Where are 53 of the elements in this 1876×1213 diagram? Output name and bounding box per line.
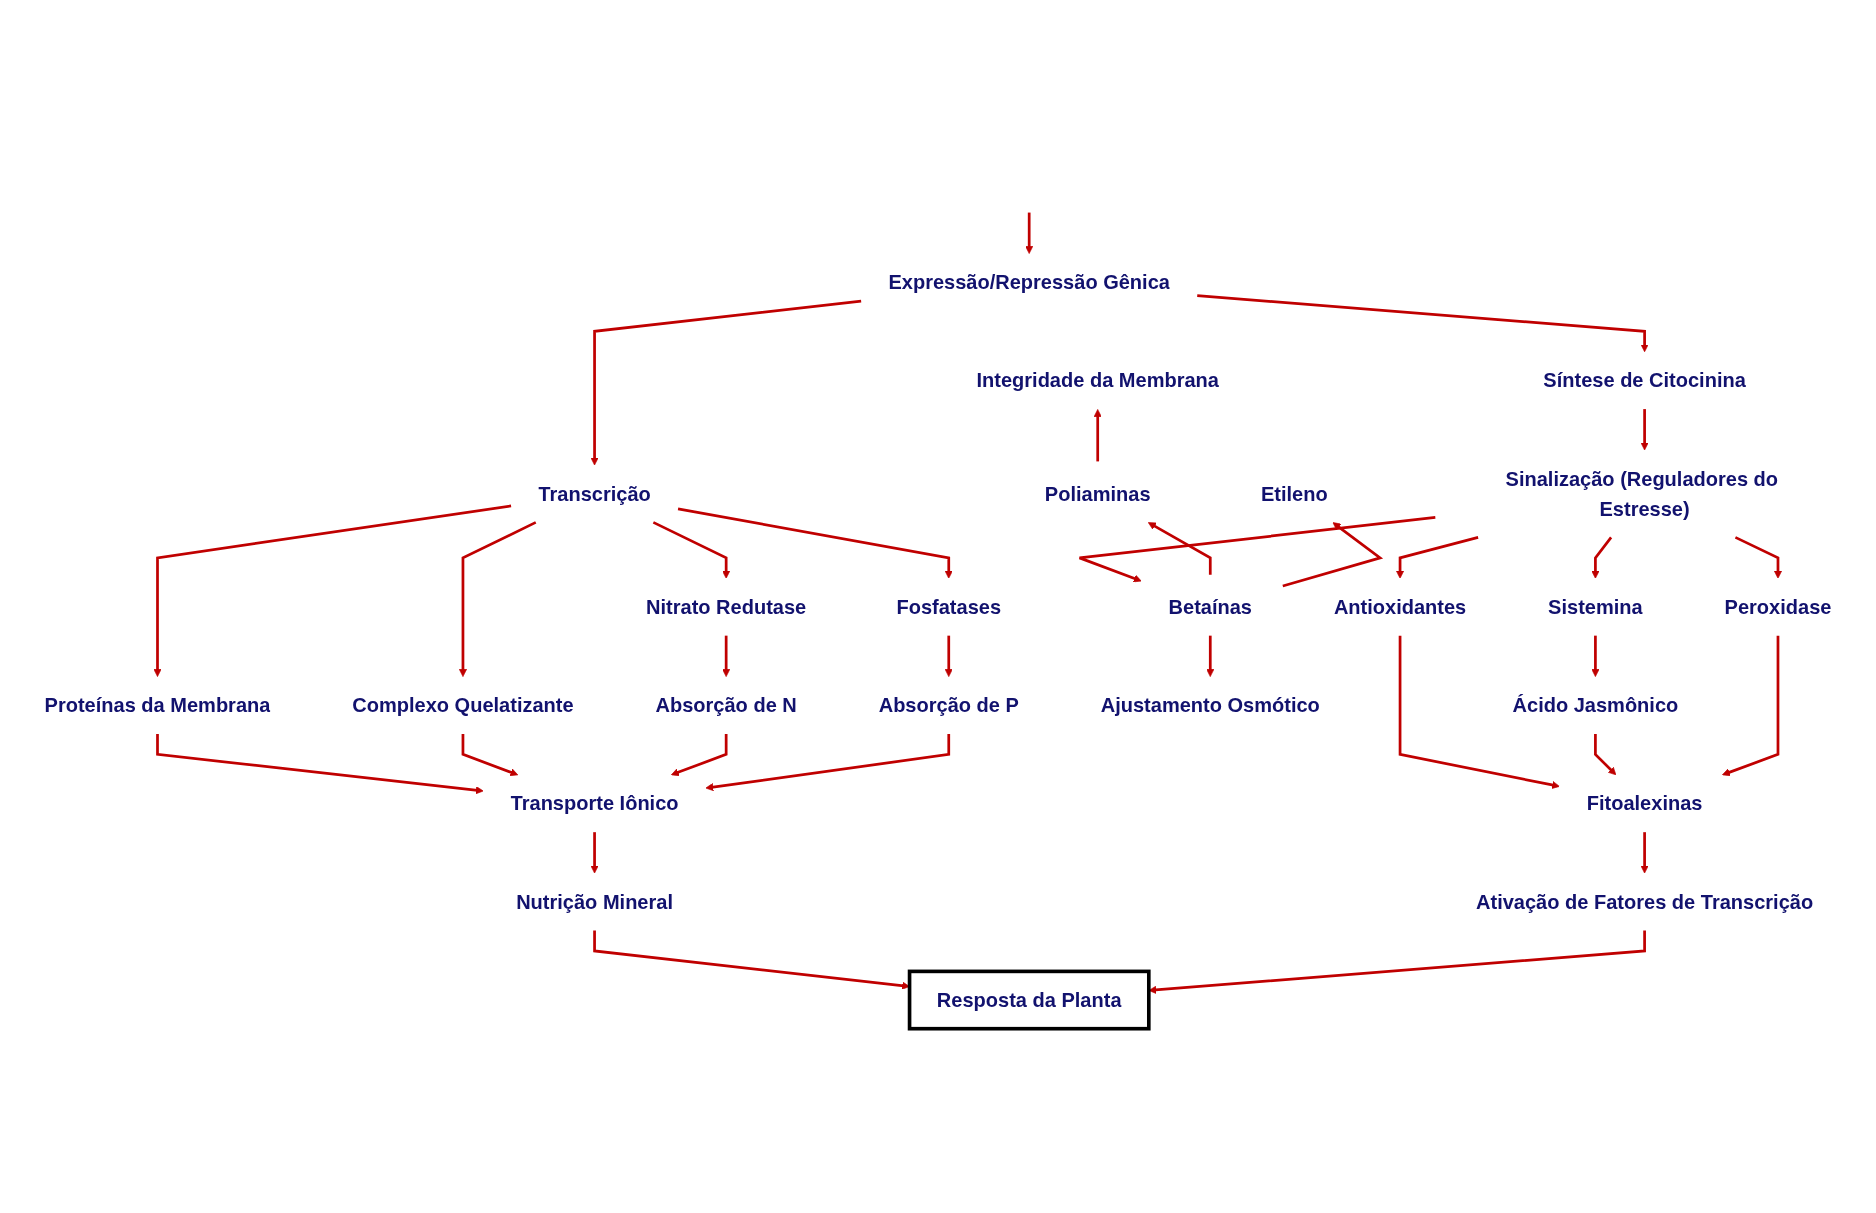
arrow [590, 299, 862, 465]
node-text: Absorção de N [655, 693, 797, 717]
arrow [1640, 408, 1649, 450]
arrow [1640, 831, 1649, 873]
arrow [1591, 536, 1613, 579]
arrow [1734, 535, 1782, 579]
node-text: Síntese de Citocinina [1543, 368, 1746, 392]
node-text: Transporte Iônico [510, 791, 679, 815]
node-text: Transcrição [538, 481, 651, 505]
node-text: Nutrição Mineral [516, 889, 673, 913]
node-box [907, 969, 1151, 1031]
node-text: Fosfatases [896, 595, 1002, 618]
arrow [1594, 733, 1617, 775]
arrow [1025, 212, 1034, 254]
arrow [153, 504, 512, 677]
node-text: Ativação de Fatores de Transcrição [1476, 889, 1814, 913]
node-text: Sistemina [1548, 595, 1643, 618]
arrow [1398, 635, 1560, 789]
arrow [1093, 408, 1102, 461]
arrow [1197, 293, 1649, 352]
node-text: Complexo Quelatizante [352, 693, 574, 717]
arrow [1722, 635, 1780, 776]
node-text: Fitoalexinas [1586, 791, 1703, 815]
node-text: Peroxidase [1724, 595, 1832, 618]
arrow [652, 520, 731, 579]
node-text: Betaínas [1168, 595, 1252, 618]
arrow [1591, 635, 1600, 677]
node-text: Integridade da Membrana [976, 368, 1219, 392]
node-text: Sinalização (Reguladores do Estresse) [1505, 466, 1779, 520]
node-text: Nitrato Redutase [646, 595, 807, 618]
arrow [677, 507, 953, 579]
node-text: Expressão/Repressão Gênica [888, 270, 1170, 294]
arrow [1206, 635, 1215, 677]
node-text: Antioxidantes [1333, 595, 1467, 618]
node-text: Absorção de P [878, 693, 1019, 717]
node-text: Proteínas da Membrana [44, 693, 271, 717]
arrow [590, 831, 599, 873]
arrow [1078, 515, 1436, 582]
node-text: Ácido Jasmônico [1512, 693, 1679, 717]
arrow [1282, 521, 1384, 587]
arrow [156, 733, 484, 794]
arrow [670, 733, 728, 776]
arrow [944, 635, 953, 677]
arrow [1396, 535, 1479, 579]
arrow [461, 733, 519, 776]
arrow [722, 635, 731, 677]
arrow [1147, 521, 1212, 575]
arrow [458, 520, 537, 677]
node-text: Etileno [1260, 481, 1328, 505]
flowchart: Expressão/Repressão Gênica Transcrição Nitrato Redutase Proteínas da Membrana Complexo Quelatizante Fosfatases Absorção de N Absorção de P Transporte Iônico Nutrição Mineral Síntese de Citocinina Sinalização (Reguladores do Estresse) Integridade da Membrana Poliaminas Etileno Betaínas Ajustamento Osmótico Antioxidantes Sistemina Peroxidase Ácido Jasmônico Fitoalexinas Ativação de Fatores de Transcrição Resposta da Planta [10, 177, 1866, 1036]
arrow [705, 733, 951, 791]
node-text: Ajustamento Osmótico [1100, 693, 1320, 717]
node-text: Poliaminas [1044, 481, 1151, 505]
